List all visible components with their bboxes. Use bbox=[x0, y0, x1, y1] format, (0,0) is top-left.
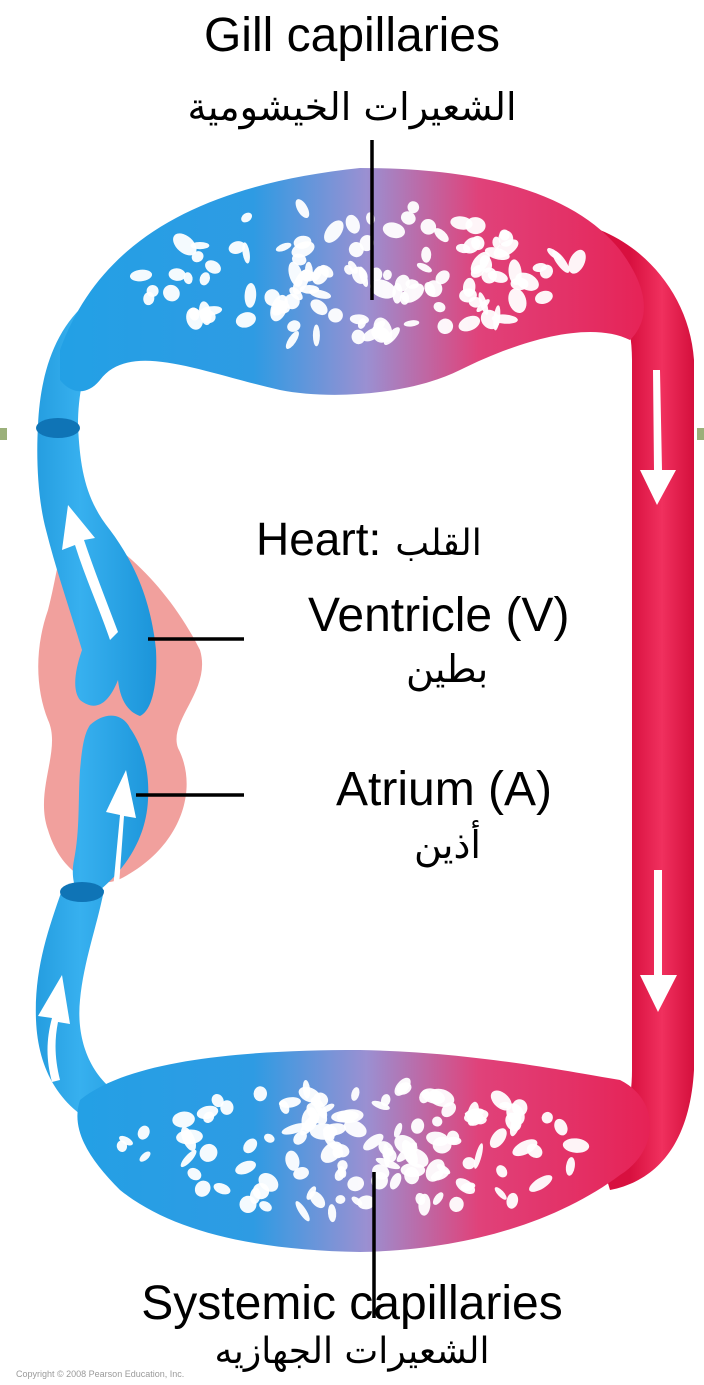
heart-label: Heart: القلب bbox=[256, 516, 482, 562]
atrium-label: Atrium (A) bbox=[336, 766, 552, 814]
heart-english-label: Heart: bbox=[256, 516, 381, 562]
gill-capillaries-label: Gill capillaries bbox=[0, 12, 704, 60]
capillary-mesh-hole bbox=[240, 1196, 257, 1213]
gill-capillary-bed bbox=[60, 168, 644, 395]
systemic-capillary-bed bbox=[77, 1050, 650, 1252]
capillary-mesh-hole bbox=[310, 1124, 337, 1140]
vessel-opening-bottom bbox=[60, 882, 104, 902]
slide-bullet-left bbox=[0, 428, 7, 440]
slide-bullet-right bbox=[697, 428, 704, 440]
vessel-opening-top bbox=[36, 418, 80, 438]
capillary-mesh-hole bbox=[313, 325, 320, 347]
atrium-arabic-label: أذين bbox=[414, 826, 481, 864]
ventricle-arabic-label: بطين bbox=[406, 650, 488, 688]
gill-capillaries-arabic-label: الشعيرات الخيشومية bbox=[0, 88, 704, 126]
ventricle-label: Ventricle (V) bbox=[308, 592, 569, 640]
right-vessel bbox=[590, 230, 694, 1190]
systemic-capillaries-label: Systemic capillaries bbox=[0, 1280, 704, 1328]
heart-arabic-label: القلب bbox=[395, 526, 481, 562]
copyright-notice: Copyright © 2008 Pearson Education, Inc. bbox=[16, 1370, 184, 1379]
systemic-capillaries-arabic-label: الشعيرات الجهازيه bbox=[0, 1334, 704, 1370]
